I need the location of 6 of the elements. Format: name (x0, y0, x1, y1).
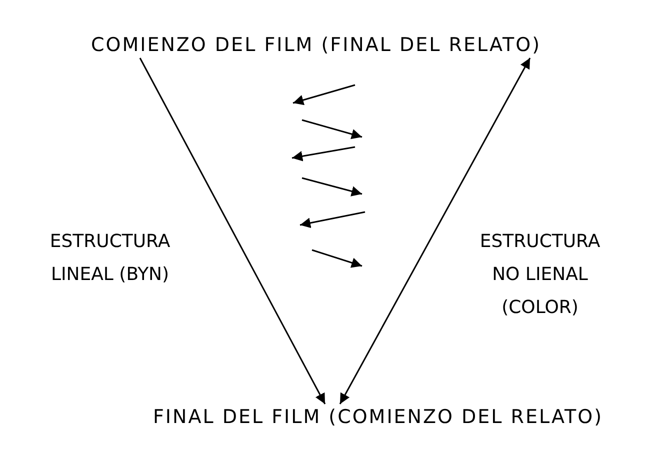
heading-text: COMIENZO DEL FILM (FINAL DEL RELATO) (90, 34, 542, 56)
arrow (139, 58, 326, 404)
arrow (339, 58, 531, 404)
structure-label: ESTRUCTURA LINEAL (BYN) (48, 230, 172, 287)
heading-text: FINAL DEL FILM (COMIENZO DEL RELATO) (152, 406, 604, 428)
structure-label: ESTRUCTURA NO LIENAL (COLOR) (478, 230, 602, 320)
